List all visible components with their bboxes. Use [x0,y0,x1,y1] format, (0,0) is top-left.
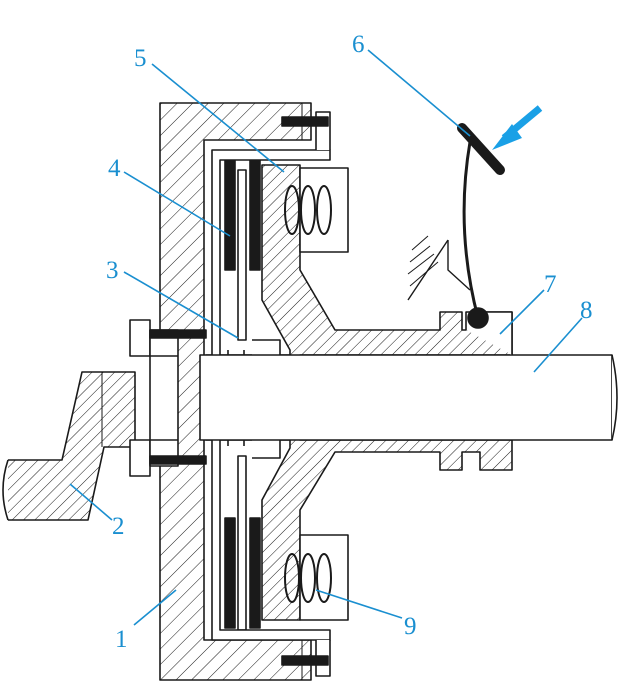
callout-1: 1 [115,626,128,653]
callout-9: 9 [404,613,417,640]
callout-8: 8 [580,297,593,324]
leader-1 [133,589,177,626]
leader-9 [315,589,403,619]
callout-2: 2 [112,513,125,540]
leader-8 [533,317,583,373]
leader-4 [123,171,231,237]
arrow-icon [492,105,543,150]
leader-3 [123,271,239,339]
crank-bolts [129,319,207,477]
friction-linings [224,159,261,629]
crankshaft [2,371,136,521]
leader-7 [499,289,545,335]
callout-5: 5 [134,45,147,72]
leader-2 [69,483,113,521]
pressure-springs [284,167,349,621]
leader-5 [151,63,285,173]
input-shaft [199,354,618,441]
callout-7: 7 [544,271,557,298]
release-lever [407,123,505,329]
callout-3: 3 [106,257,119,284]
clutch-cover [211,111,331,677]
leader-6 [367,49,471,137]
callout-6: 6 [352,31,365,58]
callout-4: 4 [108,155,121,182]
